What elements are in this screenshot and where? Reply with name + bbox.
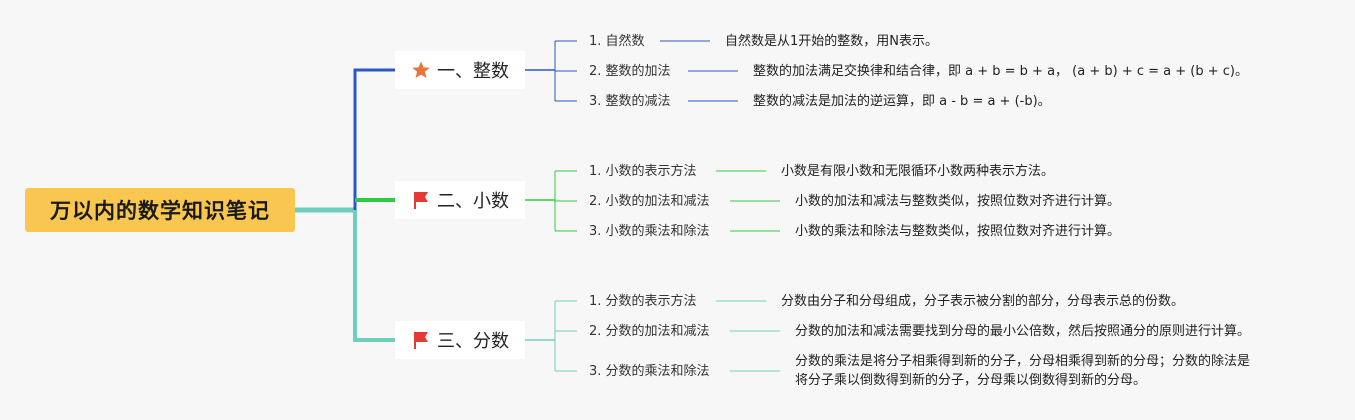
leaf-fraction-representation[interactable]: 1. 分数的表示方法 xyxy=(589,294,697,309)
desc-natural-numbers: 自然数是从1开始的整数，用N表示。 xyxy=(725,34,938,49)
leaf-decimal-multiply-divide[interactable]: 3. 小数的乘法和除法 xyxy=(589,224,710,239)
desc-fraction-multiply-divide: 分数的乘法是将分子相乘得到新的分子，分母相乘得到新的分母；分数的除法是 将分子乘… xyxy=(795,354,1251,388)
desc-decimal-representation: 小数是有限小数和无限循环小数两种表示方法。 xyxy=(781,164,1055,179)
desc-integer-subtraction: 整数的减法是加法的逆运算，即 a - b = a + (-b)。 xyxy=(753,94,1051,109)
branch-label: 三、分数 xyxy=(437,331,509,352)
root-node[interactable]: 万以内的数学知识笔记 xyxy=(25,188,295,232)
flag-icon xyxy=(411,190,431,210)
root-title: 万以内的数学知识笔记 xyxy=(50,199,270,223)
desc-decimal-add-subtract: 小数的加法和减法与整数类似，按照位数对齐进行计算。 xyxy=(795,194,1121,209)
star-icon xyxy=(411,60,431,80)
branch-integers[interactable]: 一、整数 xyxy=(395,51,525,89)
desc-fraction-add-subtract: 分数的加法和减法需要找到分母的最小公倍数，然后按照通分的原则进行计算。 xyxy=(795,324,1251,339)
branch-connector-integers xyxy=(353,68,395,210)
leaf-fraction-add-subtract[interactable]: 2. 分数的加法和减法 xyxy=(589,324,710,339)
desc-integer-addition: 整数的加法满足交换律和结合律，即 a + b = b + a， (a + b) … xyxy=(753,64,1248,79)
desc-decimal-multiply-divide: 小数的乘法和除法与整数类似，按照位数对齐进行计算。 xyxy=(795,224,1121,239)
leaf-fraction-multiply-divide[interactable]: 3. 分数的乘法和除法 xyxy=(589,364,710,379)
leaf-decimal-add-subtract[interactable]: 2. 小数的加法和减法 xyxy=(589,194,710,209)
branch-label: 一、整数 xyxy=(437,61,509,82)
branch-fractions[interactable]: 三、分数 xyxy=(395,321,525,359)
desc-fraction-representation: 分数由分子和分母组成，分子表示被分割的部分，分母表示总的份数。 xyxy=(781,294,1185,309)
flag-icon xyxy=(411,330,431,350)
leaf-integer-addition[interactable]: 2. 整数的加法 xyxy=(589,64,671,79)
leaf-integer-subtraction[interactable]: 3. 整数的减法 xyxy=(589,94,671,109)
leaf-decimal-representation[interactable]: 1. 小数的表示方法 xyxy=(589,164,697,179)
leaf-natural-numbers[interactable]: 1. 自然数 xyxy=(589,34,645,49)
branch-decimals[interactable]: 二、小数 xyxy=(395,181,525,219)
branch-connector-fractions xyxy=(353,210,395,342)
branch-label: 二、小数 xyxy=(437,191,509,212)
